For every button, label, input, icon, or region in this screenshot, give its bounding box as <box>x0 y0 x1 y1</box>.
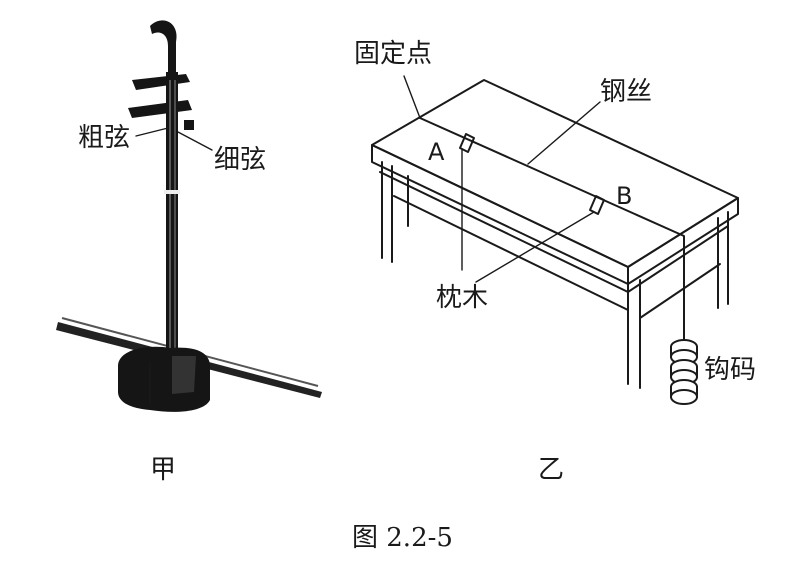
erhu-neck <box>166 72 178 362</box>
point-a-label: A <box>428 138 445 166</box>
erhu-illustration: 粗弦 细弦 甲 <box>56 20 322 485</box>
panel-label-right: 乙 <box>538 455 564 485</box>
thin-string-leader <box>177 131 213 151</box>
thick-string-label: 粗弦 <box>78 123 130 153</box>
hook-weights <box>670 297 698 405</box>
bridge-label: 枕木 <box>436 283 488 313</box>
figure-caption: 图 2.2-5 <box>352 523 453 553</box>
steel-wire <box>419 117 685 299</box>
steel-wire-leader <box>527 101 601 165</box>
thin-string-label: 细弦 <box>214 145 266 175</box>
table-top-right-edge <box>627 197 739 285</box>
bridge-a <box>459 133 475 153</box>
point-b-label: B <box>616 182 632 210</box>
thick-string-leader <box>135 127 169 137</box>
erhu-resonator <box>118 346 211 412</box>
fixed-point-leader <box>403 75 421 119</box>
fixed-point-label: 固定点 <box>354 39 432 69</box>
erhu-nut <box>164 190 180 194</box>
erhu-peg-upper <box>132 74 190 90</box>
hook-weight-label: 钩码 <box>704 355 756 385</box>
erhu-scroll <box>150 20 177 74</box>
table-apparatus: 固定点 钢丝 A B 枕木 钩码 乙 <box>354 39 756 485</box>
erhu-resonator-highlight <box>172 356 196 394</box>
panel-label-left: 甲 <box>150 455 176 485</box>
bridge-b <box>589 195 605 215</box>
erhu-peg-knob <box>184 120 194 130</box>
steel-wire-label: 钢丝 <box>600 77 652 107</box>
erhu-peg-lower <box>128 100 192 118</box>
bridge-b-leader <box>475 211 595 283</box>
